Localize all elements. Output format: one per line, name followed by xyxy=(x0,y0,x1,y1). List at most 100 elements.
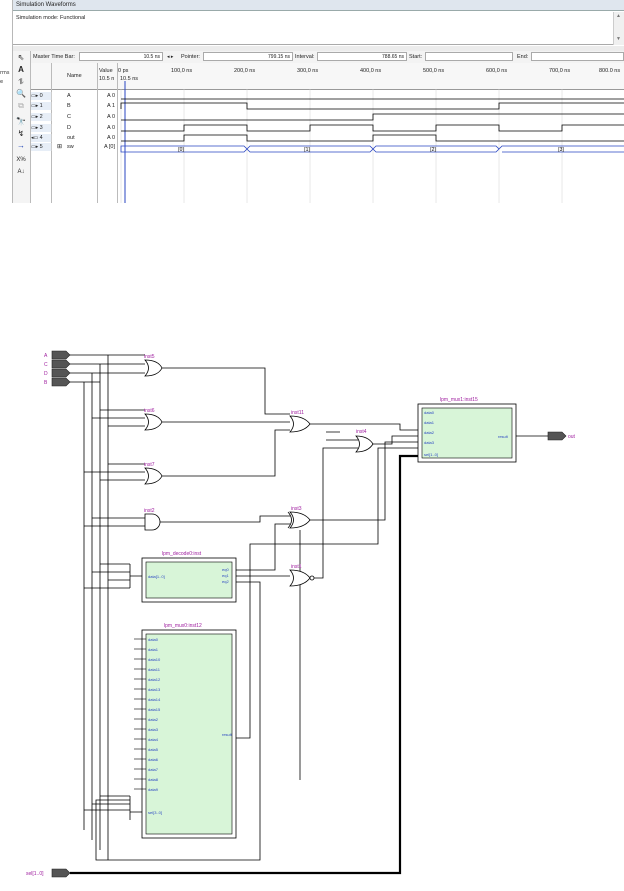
port-label: eq1 xyxy=(222,573,229,578)
simulation-mode-text: Simulation mode: Functional xyxy=(16,15,86,21)
schematic-canvas: A C D B sel[1..0] out xyxy=(0,330,624,886)
end-field xyxy=(531,52,624,61)
gate-label: inst7 xyxy=(144,462,155,468)
value-column-time: 10.5 n xyxy=(99,76,115,82)
gate-label: inst11 xyxy=(291,410,304,416)
time-tick: 300,0 ns xyxy=(297,68,319,74)
interval-label: Interval: xyxy=(295,54,315,60)
pin-label: D xyxy=(44,371,48,377)
scroll-up-icon[interactable]: ▲ xyxy=(616,13,621,19)
input-pin-b xyxy=(51,377,71,387)
bus-value-label: [3] xyxy=(558,147,564,153)
signal-row[interactable]: ▭▸ 3 D A 0 xyxy=(31,124,624,132)
gate-label: inst5 xyxy=(144,354,155,360)
sort-icon[interactable]: A↓ xyxy=(17,169,25,175)
input-pin-sel xyxy=(51,868,71,878)
replace-icon[interactable]: ↯ xyxy=(17,129,25,138)
find-icon[interactable]: 🔭 xyxy=(16,117,26,126)
waveform-grid: Name Value 10.5 n 0 ps 100,0 ns 200,0 ns… xyxy=(31,63,624,203)
schematic-diagram: A C D B sel[1..0] out xyxy=(26,350,576,878)
gate-label: inst6 xyxy=(144,408,155,414)
mux16-block: lpm_mux0:inst12 data0 data1 data10 data1… xyxy=(134,623,237,839)
pin-label: B xyxy=(44,380,48,386)
decoder-block: lpm_decode0:inst data[1..0] eq0 eq1 eq2 xyxy=(141,551,237,603)
port-label: data6 xyxy=(148,757,159,762)
signal-name: D xyxy=(67,125,71,131)
signal-row[interactable]: ▭▸ 0 A A 0 xyxy=(31,92,624,100)
block-title: lpm_mux0:inst12 xyxy=(164,623,202,629)
pin-label: out xyxy=(568,434,576,440)
port-label: data[1..0] xyxy=(148,574,165,579)
text-tool-icon[interactable]: A xyxy=(18,65,24,74)
port-label: data5 xyxy=(148,747,159,752)
overwrite-clock-icon[interactable]: X% xyxy=(16,157,26,163)
time-tick: 400,0 ns xyxy=(360,68,382,74)
pin-label: sel[1..0] xyxy=(26,871,44,877)
signal-row[interactable]: ▭▸ 5 ⊞ sw A [0] xyxy=(31,143,624,151)
input-pin-c xyxy=(51,359,71,369)
bus-value-label: [0] xyxy=(178,147,184,153)
scroll-down-icon[interactable]: ▼ xyxy=(616,36,621,42)
column-divider xyxy=(51,63,52,203)
waveform-edit-icon[interactable]: ⥮ xyxy=(18,77,24,86)
port-label: data7 xyxy=(148,767,159,772)
gate-label: inst4 xyxy=(356,429,367,435)
left-strip-text: e xyxy=(0,79,4,85)
block-title: lpm_decode0:inst xyxy=(162,551,202,557)
port-label: sel[3..0] xyxy=(148,810,162,815)
gate-label: inst3 xyxy=(291,506,302,512)
and-gate-inst2 xyxy=(144,513,161,531)
port-label: data12 xyxy=(148,677,161,682)
interval-field: 788.65 ns xyxy=(317,52,407,61)
signal-index: ▭▸ 2 xyxy=(31,113,52,121)
separator xyxy=(13,46,624,51)
or-gate-inst6 xyxy=(144,413,163,431)
signal-value: A 0 xyxy=(107,135,115,141)
signal-name: out xyxy=(67,135,75,141)
gate-label: inst1 xyxy=(291,564,302,570)
start-label: Start: xyxy=(409,54,423,60)
signal-row[interactable]: ▭▸ 2 C A 0 xyxy=(31,113,624,121)
left-panel-strip: rms e xyxy=(0,0,13,203)
master-time-bar-field[interactable]: 10.5 ns xyxy=(79,52,163,61)
cursor-time-label: 10.5 ns xyxy=(120,76,139,82)
mux4-block: lpm_mux1:inst15 data0 data1 data2 data3 … xyxy=(417,397,517,463)
waveform-header: Name Value 10.5 n 0 ps 100,0 ns 200,0 ns… xyxy=(31,63,624,90)
input-pin-a xyxy=(51,350,71,360)
output-pin-out xyxy=(547,431,567,441)
pointer-label: Pointer: xyxy=(181,54,200,60)
port-label: data3 xyxy=(424,440,435,445)
time-bar-arrows-icon[interactable]: ◂ ▸ xyxy=(167,54,174,60)
signal-row[interactable]: ▭▸ 1 B A 1 xyxy=(31,102,624,110)
assign-value-icon[interactable]: → xyxy=(17,141,25,150)
port-label: data11 xyxy=(148,667,161,672)
signal-row[interactable]: ◂▭ 4 out A 0 xyxy=(31,134,624,142)
bus-value-label: [1] xyxy=(304,147,310,153)
signal-name: B xyxy=(67,103,71,109)
gate-label: inst2 xyxy=(144,508,155,514)
full-screen-icon[interactable]: ⧉ xyxy=(18,101,24,110)
port-label: eq0 xyxy=(222,567,229,572)
end-label: End: xyxy=(517,54,529,60)
port-label: data9 xyxy=(148,787,159,792)
master-time-bar-label: Master Time Bar: xyxy=(33,54,75,60)
or-gate-inst7 xyxy=(144,467,163,485)
select-pointer-icon[interactable]: ⇖ xyxy=(17,53,25,62)
pointer-field: 799.15 ns xyxy=(203,52,293,61)
signal-index: ▭▸ 0 xyxy=(31,92,52,100)
signal-index: ◂▭ 4 xyxy=(31,134,52,142)
port-label: eq2 xyxy=(222,579,229,584)
nor-gate-inst1 xyxy=(289,569,311,587)
mode-panel-scrollbar[interactable]: ▲ ▼ xyxy=(613,12,624,45)
time-tick: 0 ps xyxy=(118,68,129,74)
signal-name: A xyxy=(67,93,71,99)
port-label: data0 xyxy=(148,637,159,642)
expand-icon[interactable]: ⊞ xyxy=(57,144,63,150)
or-gate-inst5 xyxy=(144,359,163,377)
zoom-icon[interactable]: 🔍 xyxy=(16,89,26,98)
or-gate-inst4 xyxy=(355,435,374,453)
port-label: data1 xyxy=(424,420,435,425)
signal-index: ▭▸ 5 xyxy=(31,143,52,151)
name-column-header: Name xyxy=(67,73,82,79)
time-tick: 600,0 ns xyxy=(486,68,508,74)
